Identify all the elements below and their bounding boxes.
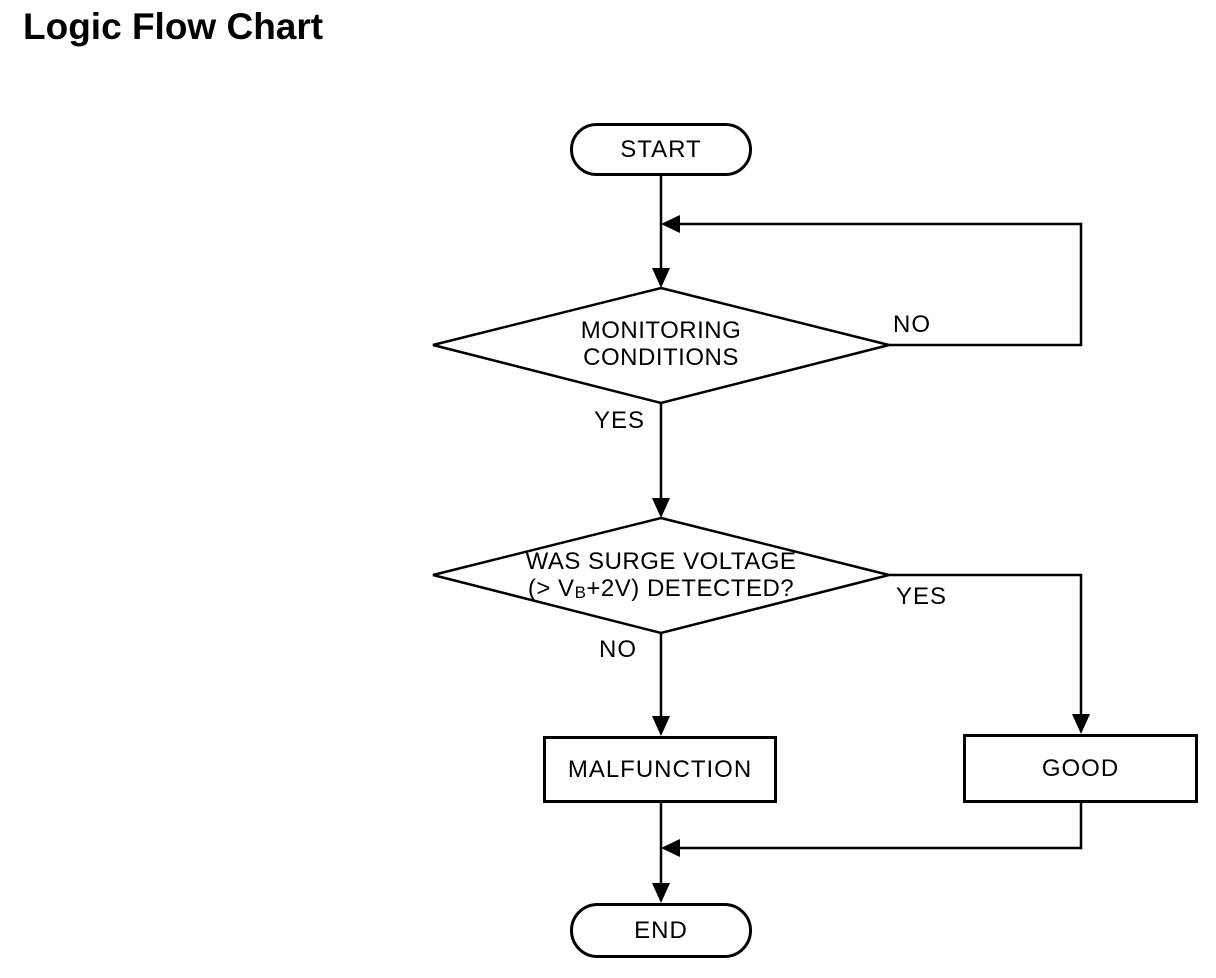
arrowhead-into-decision1 [652, 268, 670, 288]
malfunction-box-label: MALFUNCTION [567, 755, 753, 783]
decision1-no-label: NO [893, 311, 931, 338]
decision2-line2-pre: (> V [527, 575, 575, 602]
good-box-label: GOOD [1041, 754, 1120, 782]
decision2-yes-label: YES [896, 583, 948, 610]
monitoring-conditions-decision-text: MONITORING CONDITIONS [511, 317, 811, 371]
arrowhead-into-malfunction [652, 716, 670, 736]
connector-decision1-no-loop [680, 222, 1083, 347]
end-node-label: END [634, 916, 688, 944]
good-box: GOOD [963, 734, 1198, 803]
decision1-line2: CONDITIONS [583, 344, 739, 371]
connector-decision2-yes-to-good [889, 573, 1083, 716]
arrowhead-into-end [652, 883, 670, 903]
connector-good-to-merge [680, 803, 1083, 850]
decision2-line2-post: +2V) DETECTED? [586, 575, 795, 602]
surge-voltage-decision-text: WAS SURGE VOLTAGE (> VB+2V) DETECTED? [486, 548, 836, 602]
decision2-line2-subscript: B [574, 583, 587, 602]
malfunction-box: MALFUNCTION [543, 736, 777, 803]
arrowhead-into-good [1072, 714, 1090, 734]
decision1-line1: MONITORING [580, 317, 742, 344]
decision2-line1: WAS SURGE VOLTAGE [525, 548, 797, 575]
arrowhead-into-decision2 [652, 498, 670, 518]
decision2-line2: (> VB+2V) DETECTED? [486, 575, 836, 602]
decision1-yes-label: YES [594, 407, 646, 434]
arrowhead-no-loop [661, 215, 680, 233]
decision2-no-label: NO [599, 636, 637, 663]
arrowhead-good-merge [661, 839, 680, 857]
end-node: END [570, 903, 752, 958]
start-node: START [570, 123, 752, 176]
page-title: Logic Flow Chart [23, 6, 324, 47]
start-node-label: START [620, 135, 702, 163]
